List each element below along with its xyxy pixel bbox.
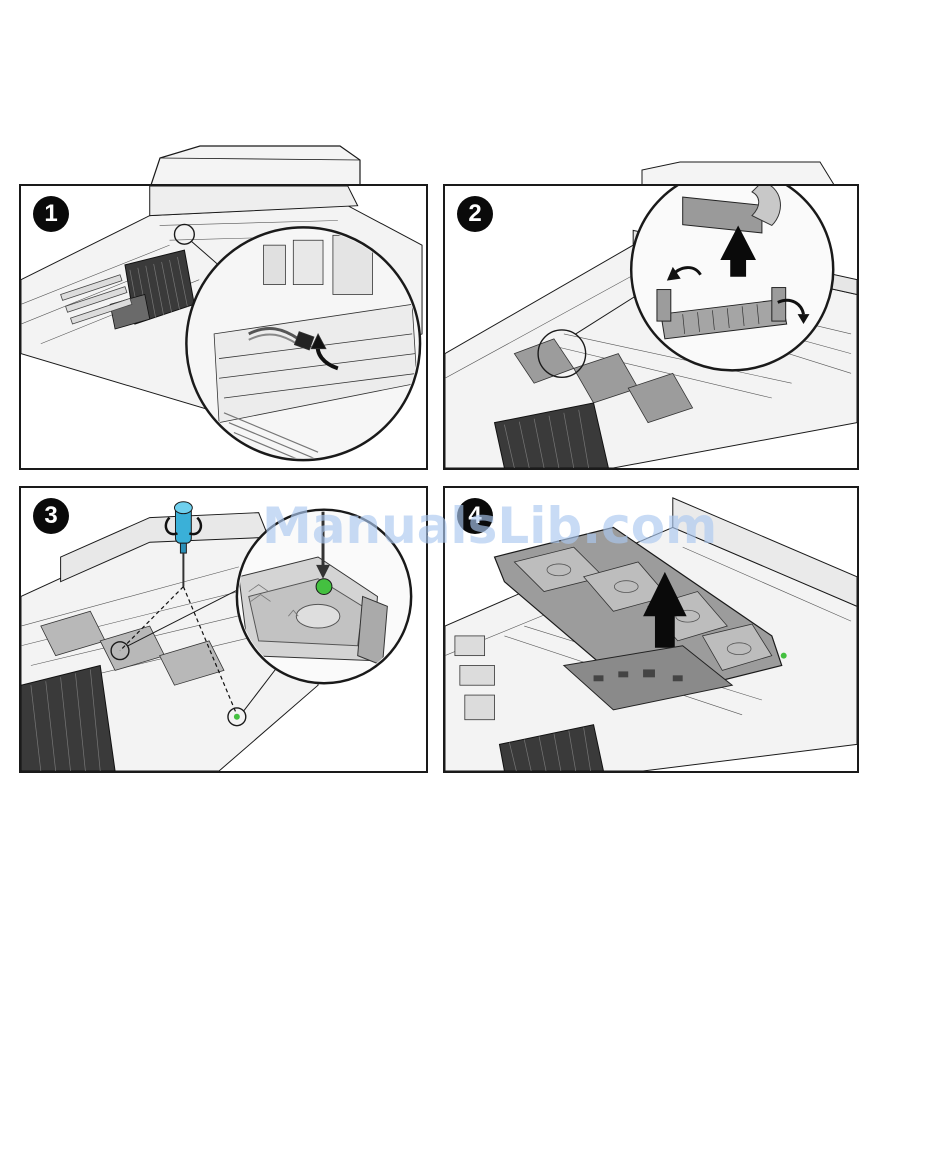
step-4-illustration: [445, 488, 857, 771]
step-1-illustration: [21, 186, 426, 468]
step-4-panel: 4: [443, 486, 859, 773]
chassis-top-edge-1: [140, 140, 380, 190]
step-2-badge: 2: [457, 196, 493, 232]
step-4-badge: 4: [457, 498, 493, 534]
step-3-panel: 3: [19, 486, 428, 773]
step-1-badge: 1: [33, 196, 69, 232]
step-2-illustration: [445, 186, 857, 468]
step-3-illustration: [21, 488, 426, 771]
step-3-badge: 3: [33, 498, 69, 534]
step-1-panel: 1: [19, 184, 428, 470]
step-2-panel: 2: [443, 184, 859, 470]
